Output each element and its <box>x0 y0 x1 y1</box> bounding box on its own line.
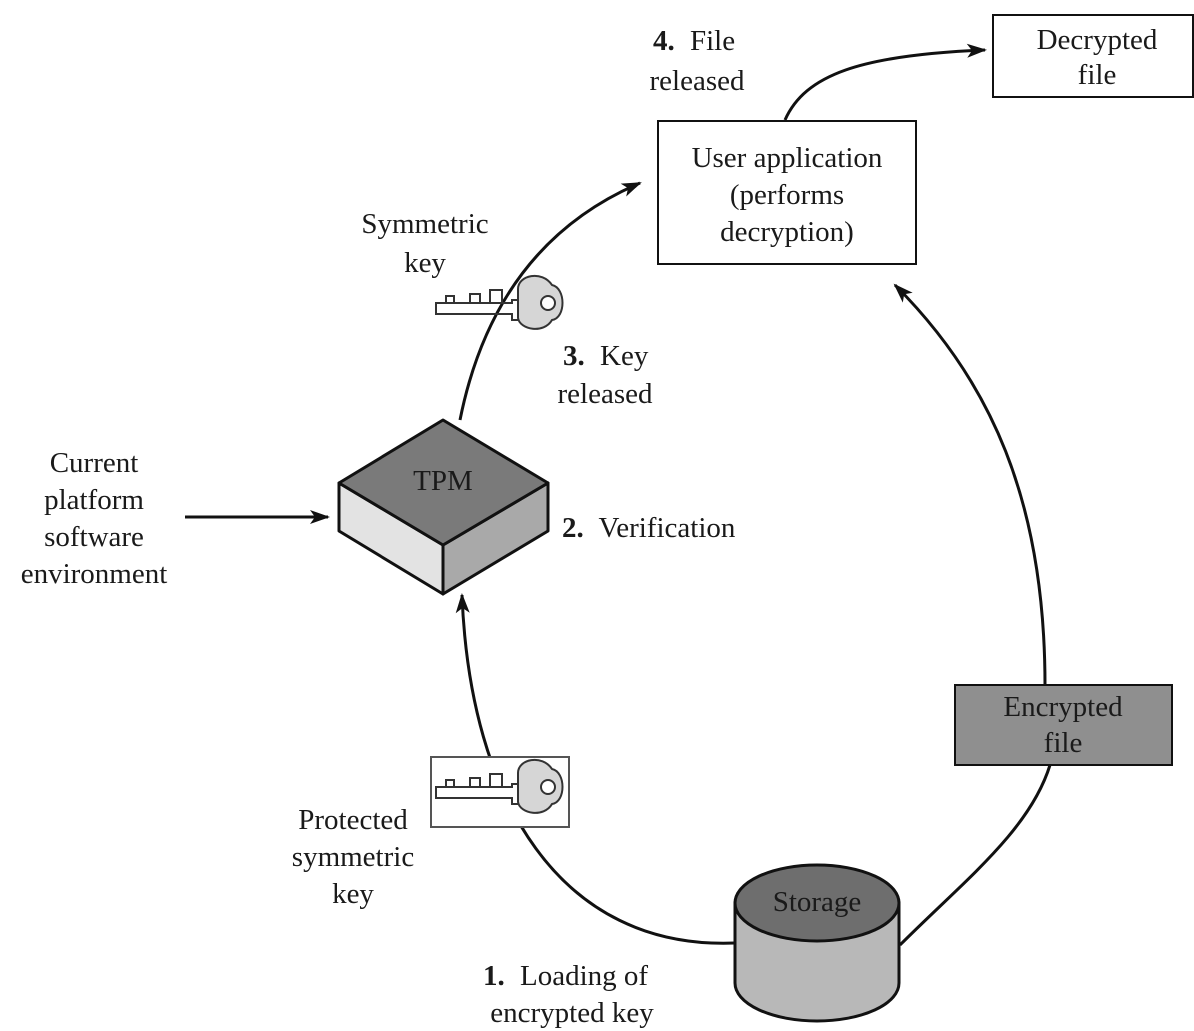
step4-number: 4. <box>653 25 675 57</box>
step1-loading-label: 1. Loading of encrypted key <box>483 960 654 1029</box>
encrypted-file-line1: Encrypted <box>1003 691 1123 723</box>
decrypted-file-line1: Decrypted <box>1037 24 1158 56</box>
svg-text:1. Loading of: 1. Loading of <box>483 960 648 992</box>
protected-key-line2: symmetric <box>292 841 414 873</box>
decrypted-file-box: Decrypted file <box>992 14 1194 98</box>
arrow-storage-to-tpm <box>455 593 736 945</box>
svg-text:2. Verification: 2. Verification <box>562 512 736 544</box>
step3-number: 3. <box>563 340 585 372</box>
symmetric-key-line2: key <box>404 247 446 279</box>
user-application-box: User application (performs decryption) <box>657 120 917 265</box>
symmetric-key-label: Symmetric key <box>361 208 488 279</box>
platform-environment-label: Current platform software environment <box>21 447 168 590</box>
platform-env-line4: environment <box>21 558 168 590</box>
arrow-storage-to-app <box>893 283 1047 686</box>
protected-key-label: Protected symmetric key <box>292 804 414 910</box>
step2-text: Verification <box>598 512 735 544</box>
protected-key-icon <box>430 756 570 828</box>
step1-text-line2: encrypted key <box>490 997 654 1029</box>
step1-number: 1. <box>483 960 505 992</box>
key-icon <box>435 274 564 330</box>
storage-cylinder: Storage <box>733 863 901 1023</box>
step4-file-released-label: 4. File released <box>650 25 745 97</box>
encrypted-file-line2: file <box>1044 727 1083 759</box>
platform-env-line3: software <box>44 521 144 553</box>
step1-text: Loading of <box>520 960 648 992</box>
svg-text:3. Key: 3. Key <box>563 340 649 372</box>
user-application-line1: User application <box>692 142 883 174</box>
storage-label: Storage <box>773 886 862 918</box>
step2-verification-label: 2. Verification <box>562 512 736 544</box>
user-application-line3: decryption) <box>720 216 854 248</box>
user-application-line2: (performs <box>730 179 844 211</box>
step3-text-line2: released <box>558 378 653 410</box>
tpm-chip: TPM <box>337 418 550 596</box>
step2-number: 2. <box>562 512 584 544</box>
encrypted-file-box: Encrypted file <box>954 684 1173 766</box>
symmetric-key-line1: Symmetric <box>361 208 488 240</box>
arrow-storage-bottom-to-encrypted-file <box>898 764 1052 947</box>
step3-key-released-label: 3. Key released <box>558 340 653 410</box>
step3-text: Key <box>600 340 649 372</box>
protected-key-line1: Protected <box>298 804 408 836</box>
arrow-tpm-to-app <box>458 181 642 421</box>
tpm-label: TPM <box>413 465 473 497</box>
decrypted-file-line2: file <box>1078 59 1117 91</box>
platform-env-line2: platform <box>44 484 144 516</box>
platform-env-line1: Current <box>50 447 139 479</box>
step4-text: File <box>690 25 735 57</box>
step4-text-line2: released <box>650 65 745 97</box>
protected-key-line3: key <box>332 878 374 910</box>
arrow-app-to-decrypted-file <box>783 43 987 121</box>
svg-text:4. File: 4. File <box>653 25 735 57</box>
